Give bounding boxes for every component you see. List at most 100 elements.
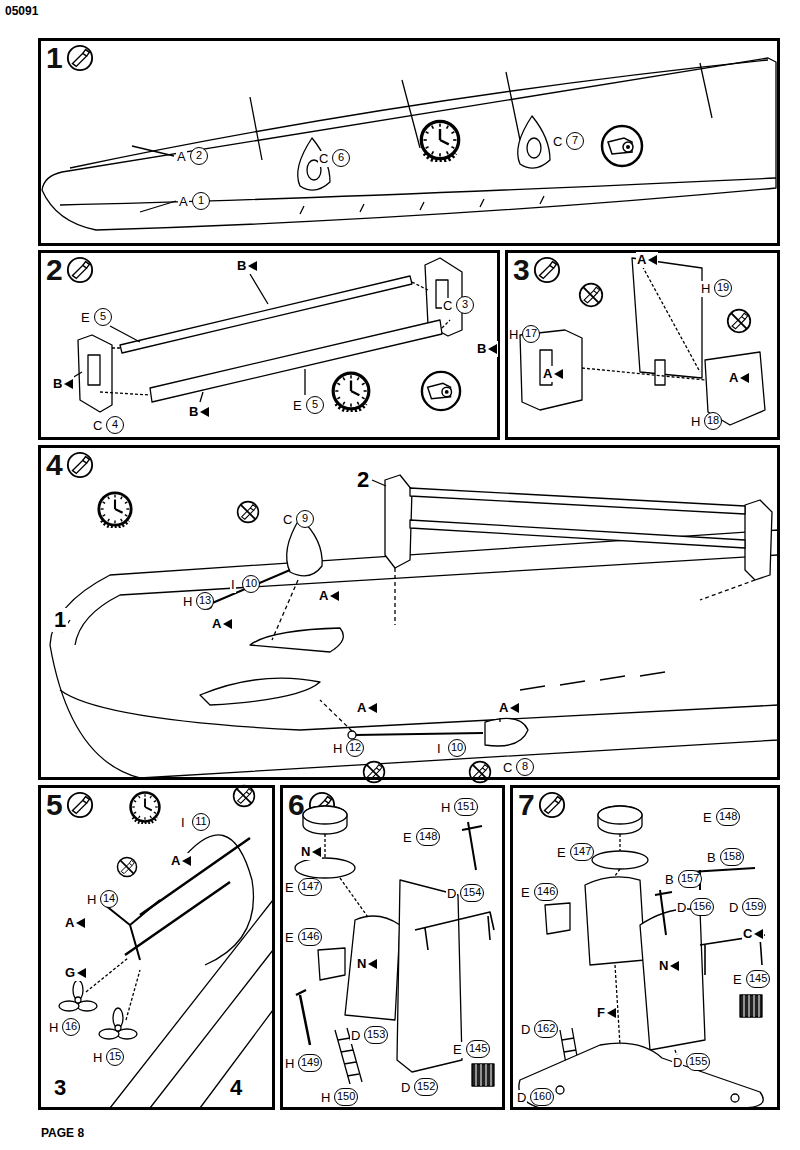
callout-number: 149 xyxy=(298,1054,322,1072)
callout-number: 151 xyxy=(454,798,478,816)
callout-number: 4 xyxy=(106,416,124,434)
glue-area-flag: N xyxy=(658,958,680,974)
step-number: 7 xyxy=(518,788,535,822)
part-letter: H xyxy=(86,892,97,908)
callout-number: 147 xyxy=(570,843,594,861)
glue-area-flag: A xyxy=(636,252,658,268)
part-letter: E xyxy=(402,830,413,846)
assembly-number: 1 xyxy=(52,608,68,632)
step-panel: 3 xyxy=(505,250,780,440)
part-letter: E xyxy=(520,885,531,901)
callout-number: 13 xyxy=(196,592,214,610)
part-letter: E xyxy=(284,930,295,946)
glue-area-flag: A xyxy=(728,370,750,386)
callout-number: 159 xyxy=(742,898,766,916)
part-letter: H xyxy=(440,800,451,816)
callout-number: 145 xyxy=(746,970,770,988)
glue-area-flag: G xyxy=(64,965,87,981)
glue-area-flag: A xyxy=(170,853,192,869)
callout-number: 158 xyxy=(720,848,744,866)
part-letter: C xyxy=(442,298,453,314)
part-letter: H xyxy=(508,327,519,343)
step-number: 6 xyxy=(288,788,305,822)
callout-number: 5 xyxy=(306,396,324,414)
callout-number: 8 xyxy=(516,758,534,776)
callout-number: 147 xyxy=(298,878,322,896)
part-letter: D xyxy=(400,1080,411,1096)
part-letter: D xyxy=(672,1055,683,1071)
callout-number: 16 xyxy=(62,1018,80,1036)
part-letter: H xyxy=(700,281,711,297)
glue-area-flag: B xyxy=(236,258,258,274)
callout-number: 148 xyxy=(716,808,740,826)
part-letter: I xyxy=(230,577,236,593)
step-panel: 5 xyxy=(38,785,275,1110)
callout-number: 1 xyxy=(192,192,210,210)
callout-number: 160 xyxy=(530,1088,554,1106)
callout-number: 10 xyxy=(448,739,466,757)
page-text: PAGE 8 xyxy=(40,1126,85,1140)
part-letter: H xyxy=(690,414,701,430)
callout-number: 153 xyxy=(364,1026,388,1044)
step-panel: 4 xyxy=(38,445,780,780)
part-letter: A xyxy=(178,194,189,210)
callout-number: 10 xyxy=(242,575,260,593)
glue-area-flag: A xyxy=(356,700,378,716)
callout-number: 152 xyxy=(414,1078,438,1096)
part-letter: C xyxy=(282,512,293,528)
part-letter: I xyxy=(436,741,442,757)
glue-area-flag: B xyxy=(476,341,498,357)
callout-number: 2 xyxy=(190,147,208,165)
part-letter: H xyxy=(320,1090,331,1106)
step-panel: 2 xyxy=(38,250,500,440)
callout-number: 14 xyxy=(100,890,118,908)
glue-area-flag: N xyxy=(300,844,322,860)
page-text: 05091 xyxy=(4,4,39,18)
part-letter: H xyxy=(284,1056,295,1072)
callout-number: 3 xyxy=(456,296,474,314)
callout-number: 7 xyxy=(566,132,584,150)
part-letter: H xyxy=(182,594,193,610)
callout-number: 156 xyxy=(690,898,714,916)
assembly-number: 2 xyxy=(355,468,371,492)
callout-number: 18 xyxy=(704,412,722,430)
part-letter: I xyxy=(180,815,186,831)
callout-number: 19 xyxy=(714,279,732,297)
glue-area-flag: A xyxy=(211,616,233,632)
step-panel: 1 xyxy=(38,38,780,246)
assembly-number: 3 xyxy=(52,1076,68,1100)
callout-number: 9 xyxy=(296,510,314,528)
callout-number: 15 xyxy=(106,1048,124,1066)
glue-area-flag: C xyxy=(742,926,764,942)
part-letter: E xyxy=(284,880,295,896)
part-letter: H xyxy=(48,1020,59,1036)
glue-area-flag: B xyxy=(52,376,74,392)
part-letter: H xyxy=(332,741,343,757)
part-letter: D xyxy=(520,1022,531,1038)
callout-number: 154 xyxy=(460,884,484,902)
part-letter: E xyxy=(702,810,713,826)
part-letter: D xyxy=(350,1028,361,1044)
part-letter: B xyxy=(664,872,675,888)
part-letter: B xyxy=(706,850,717,866)
callout-number: 157 xyxy=(678,870,702,888)
part-letter: E xyxy=(80,310,91,326)
callout-number: 12 xyxy=(346,739,364,757)
step-number: 5 xyxy=(46,788,63,822)
part-letter: C xyxy=(92,418,103,434)
part-letter: E xyxy=(732,972,743,988)
part-letter: D xyxy=(446,886,457,902)
glue-area-flag: A xyxy=(498,700,520,716)
part-letter: D xyxy=(676,900,687,916)
callout-number: 150 xyxy=(334,1088,358,1106)
glue-area-flag: A xyxy=(64,915,86,931)
glue-area-flag: N xyxy=(356,956,378,972)
callout-number: 145 xyxy=(466,1040,490,1058)
step-number: 1 xyxy=(46,41,63,75)
part-letter: H xyxy=(92,1050,103,1066)
part-letter: C xyxy=(552,134,563,150)
part-letter: C xyxy=(318,151,329,167)
callout-number: 146 xyxy=(534,883,558,901)
step-number: 2 xyxy=(46,253,63,287)
